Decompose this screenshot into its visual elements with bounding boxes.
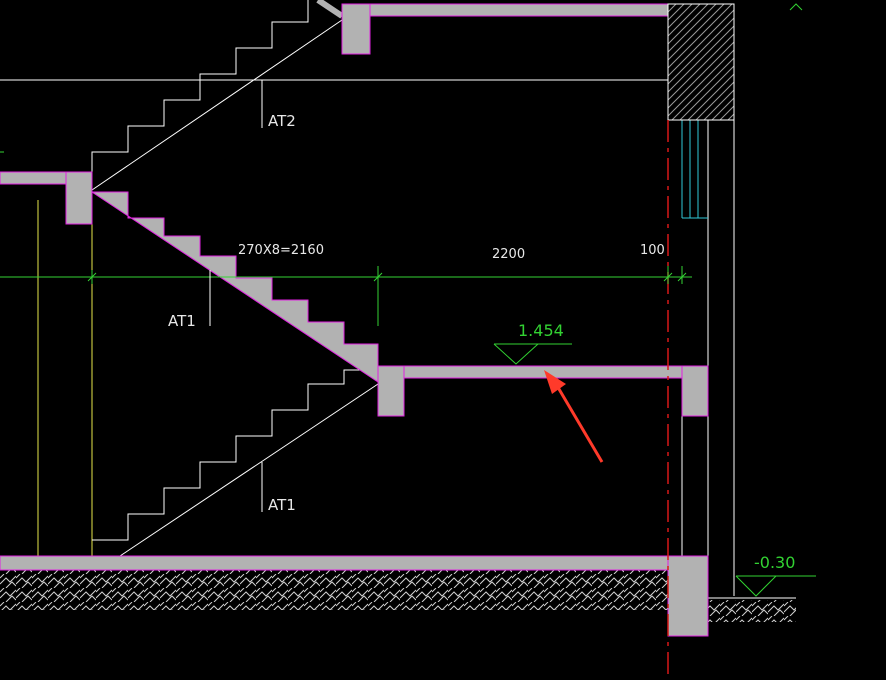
top-beam — [341, 3, 371, 55]
label-at2: AT2 — [268, 112, 296, 130]
ground-beam — [667, 555, 709, 637]
corner-tick — [789, 3, 803, 11]
landing-beam-left — [377, 365, 405, 417]
elevation-marker-ground — [735, 575, 816, 597]
ground-slab — [0, 555, 709, 571]
elevation-marker-landing — [493, 343, 572, 365]
dimension-landing: 2200 — [492, 247, 525, 262]
red-pointer-arrow — [544, 370, 604, 463]
elevation-ground: -0.30 — [754, 553, 795, 572]
stair-soffit-upper — [91, 19, 343, 191]
stair-top-cut — [316, 0, 344, 19]
dimension-stairs: 270X8=2160 — [238, 243, 324, 258]
top-slab — [341, 3, 669, 17]
stair-soffit-lower — [119, 383, 379, 557]
stair-flight-middle-section — [90, 191, 379, 383]
dimension-line — [0, 151, 692, 326]
elevation-landing: 1.454 — [518, 321, 564, 340]
landing-slab — [377, 365, 709, 379]
landing-beam-right — [681, 365, 709, 417]
label-at1-lower: AT1 — [268, 496, 296, 514]
left-beam — [65, 171, 93, 225]
masonry-wall — [667, 3, 735, 121]
stair-flight-lower — [92, 369, 378, 541]
ground-hatch-right — [708, 600, 796, 622]
dimension-offset: 100 — [640, 243, 665, 258]
stair-flight-upper — [91, 0, 309, 178]
ground-hatch — [0, 570, 668, 610]
label-at1-middle: AT1 — [168, 312, 196, 330]
